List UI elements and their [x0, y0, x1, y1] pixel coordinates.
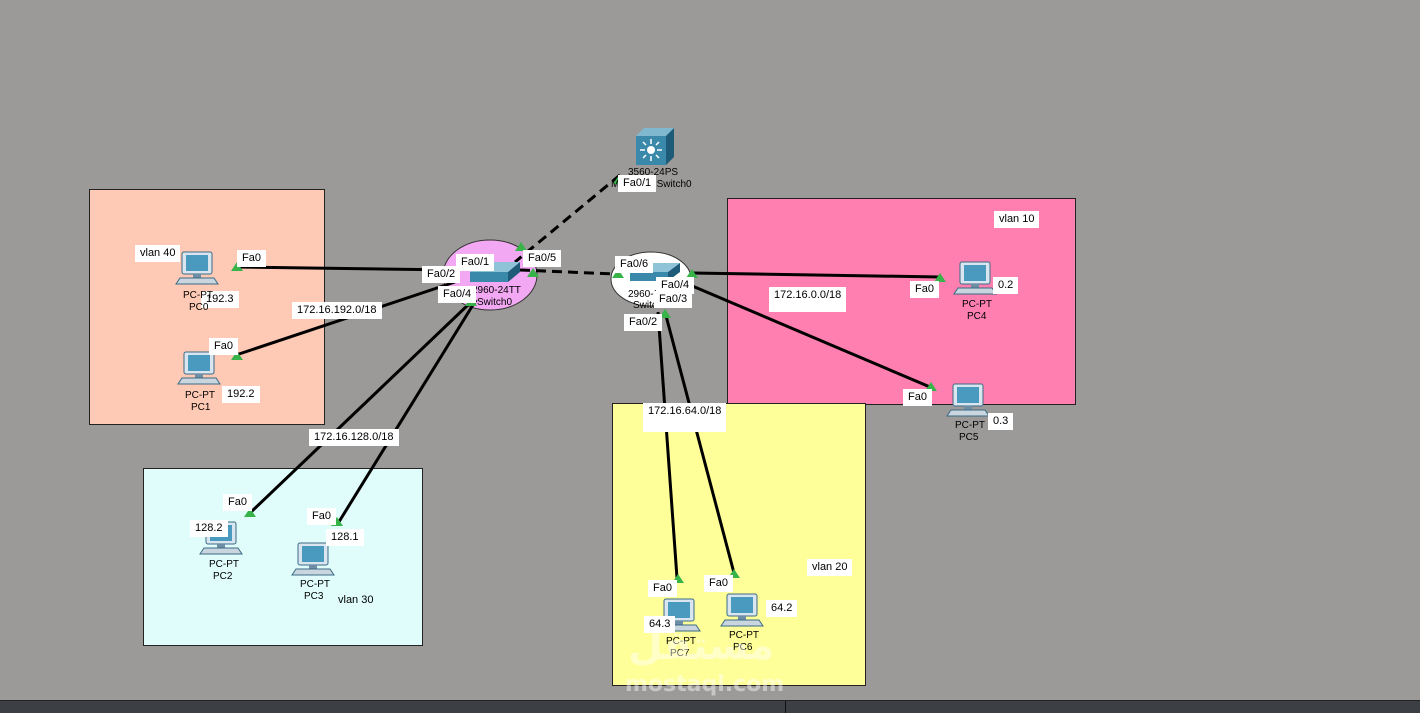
- status-bar-divider: [785, 701, 786, 713]
- vlan20-area[interactable]: [612, 403, 866, 686]
- pc2-name: PC2: [213, 571, 233, 582]
- pc5-name: PC5: [959, 432, 979, 443]
- link-switch1-pc5: [689, 283, 931, 389]
- pc3-port: Fa0: [307, 508, 336, 525]
- link-switch1-pc4: [691, 271, 941, 279]
- link-switch0-pc0: [236, 265, 456, 272]
- vlan20-label: vlan 20: [807, 559, 853, 576]
- pc4-icon: [953, 261, 997, 295]
- switch0-port-fa0-5: Fa0/5: [523, 250, 562, 267]
- link-switch1-pc6: [663, 311, 736, 574]
- link-switch1-pc7: [656, 311, 679, 579]
- pc7-ip: 64.3: [644, 616, 676, 633]
- watermark-arabic: مستقل: [628, 623, 775, 669]
- pc5-ip: 0.3: [988, 413, 1014, 430]
- pc0-icon: [175, 251, 219, 285]
- switch0-name: Switch0: [477, 297, 513, 308]
- pc4-name: PC4: [967, 311, 987, 322]
- pc6-port: Fa0: [704, 575, 733, 592]
- switch1-name: Switch1: [633, 300, 669, 311]
- pc1-icon: [177, 351, 221, 385]
- switch1-port-fa0-2: Fa0/2: [624, 314, 663, 331]
- network-label-192: 172.16.192.0/18: [292, 302, 382, 319]
- switch0-model: 2960-24TT: [472, 285, 521, 296]
- bottom-status-bar: [0, 700, 1420, 713]
- pc0-name: PC0: [189, 302, 209, 313]
- pc5-port: Fa0: [903, 389, 932, 406]
- switch0-port-fa0-4: Fa0/4: [438, 286, 477, 303]
- link-multilayer-switch0: [514, 173, 621, 264]
- pc2-port: Fa0: [223, 494, 252, 511]
- link-switch0-pc3: [335, 299, 478, 526]
- pc5-icon: [946, 383, 990, 417]
- pc6-ip: 64.2: [766, 600, 798, 617]
- pc6-name: PC6: [733, 642, 753, 653]
- pc1-name: PC1: [191, 402, 211, 413]
- pc4-port: Fa0: [910, 281, 939, 298]
- switch1-model: 2960-24TT: [628, 289, 677, 300]
- network-label-64: 172.16.64.0/18: [643, 403, 727, 432]
- pc7-type: PC-PT: [666, 636, 696, 647]
- multilayer-switch-model: 3560-24PS: [628, 167, 679, 178]
- pc5-type: PC-PT: [955, 420, 985, 431]
- vlan30-area[interactable]: [143, 468, 423, 646]
- pc6-type: PC-PT: [729, 630, 759, 641]
- pc7-name: PC7: [670, 648, 690, 659]
- pc3-ip: 128.1: [326, 529, 364, 546]
- pc2-ip: 128.2: [190, 520, 228, 537]
- pc3-type: PC-PT: [300, 579, 330, 590]
- switch0-port-fa0-2: Fa0/2: [422, 266, 461, 283]
- vlan10-label: vlan 10: [994, 211, 1040, 228]
- pc1-port: Fa0: [209, 338, 238, 355]
- switch0-port-fa0-1: Fa0/1: [456, 254, 495, 271]
- pc4-type: PC-PT: [962, 299, 992, 310]
- pc1-ip: 192.2: [222, 386, 260, 403]
- switch1-port-fa0-6: Fa0/6: [615, 256, 654, 273]
- switch1-port-fa0-4: Fa0/4: [656, 277, 695, 294]
- pc6-icon: [720, 593, 764, 627]
- pc7-port: Fa0: [648, 580, 677, 597]
- network-label-128: 172.16.128.0/18: [309, 429, 399, 446]
- vlan30-label: vlan 30: [338, 594, 374, 606]
- switch1-port-fa0-3: Fa0/3: [654, 291, 693, 308]
- pc2-type: PC-PT: [209, 559, 239, 570]
- network-label-0: 172.16.0.0/18: [769, 287, 847, 312]
- pc0-port: Fa0: [237, 250, 266, 267]
- multilayer-port-fa0-1: Fa0/1: [618, 175, 657, 192]
- pc3-name: PC3: [304, 591, 324, 602]
- pc4-ip: 0.2: [993, 277, 1019, 294]
- watermark-url: mostaql.com: [625, 672, 785, 697]
- multilayer-switch-icon: [636, 128, 674, 165]
- pc1-type: PC-PT: [185, 390, 215, 401]
- pc3-icon: [291, 542, 335, 576]
- pc0-ip: 192.3: [201, 291, 239, 308]
- vlan40-label: vlan 40: [135, 245, 181, 262]
- link-switch0-pc2: [248, 301, 472, 515]
- pc0-type: PC-PT: [183, 290, 213, 301]
